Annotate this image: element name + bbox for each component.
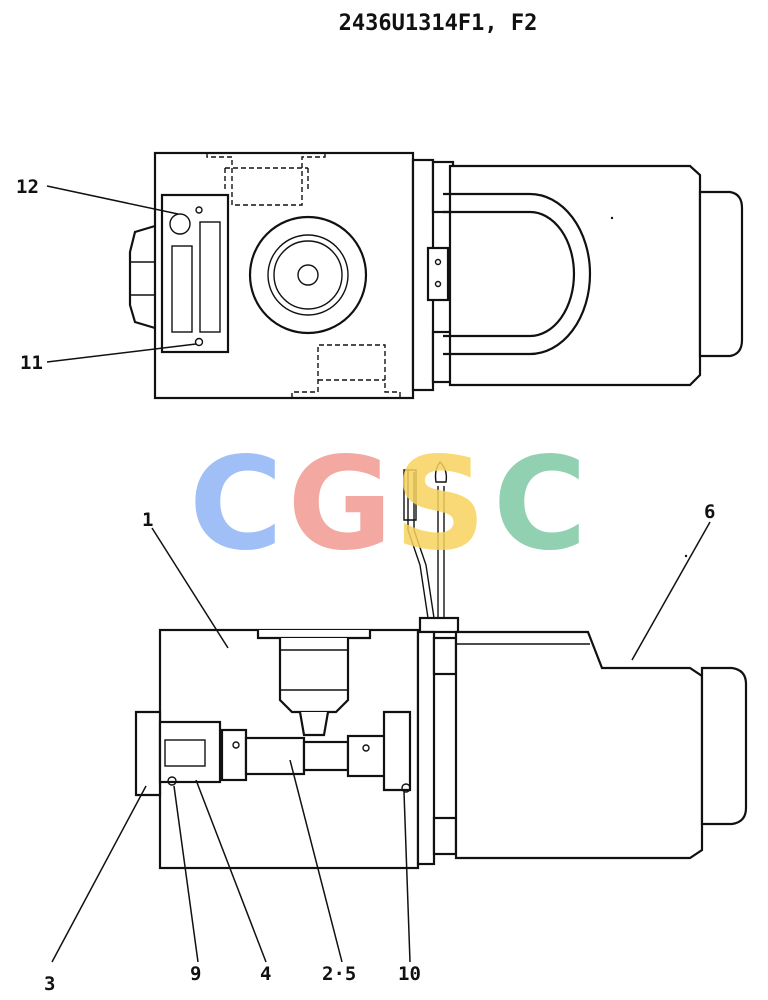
nameplate: [160, 193, 230, 354]
leader-2-5: [289, 759, 343, 963]
leader-6: [631, 521, 711, 661]
side-view: [134, 460, 748, 870]
screw-11: [194, 337, 204, 347]
leader-10: [403, 791, 411, 963]
solenoid-6: [454, 630, 704, 860]
top-view: [128, 151, 744, 400]
callout-12: 12: [16, 176, 39, 198]
watermark-letter-1: C: [189, 430, 283, 579]
leader-9: [173, 785, 199, 963]
callout-6: 6: [704, 501, 715, 523]
watermark-letter-4: C: [493, 430, 587, 579]
callout-3: 3: [44, 973, 55, 995]
o-ring-10: [401, 783, 411, 793]
callout-11: 11: [20, 352, 43, 374]
callout-2-5: 2·5: [322, 963, 356, 985]
part-number-title: 2436U1314F1, F2: [339, 11, 538, 36]
callout-1: 1: [142, 509, 153, 531]
leader-1: [151, 527, 229, 649]
watermark: C G S C: [189, 430, 587, 579]
leader-3: [51, 785, 147, 963]
watermark-letter-3: S: [394, 430, 486, 579]
callout-4: 4: [260, 963, 271, 985]
callout-9: 9: [190, 963, 201, 985]
watermark-letter-2: G: [287, 430, 392, 579]
o-ring-9: [167, 776, 177, 786]
port-outer-ring: [248, 215, 368, 335]
leader-4: [195, 779, 267, 963]
leader-12: [46, 185, 179, 215]
callout-10: 10: [398, 963, 421, 985]
leader-11: [46, 343, 197, 363]
